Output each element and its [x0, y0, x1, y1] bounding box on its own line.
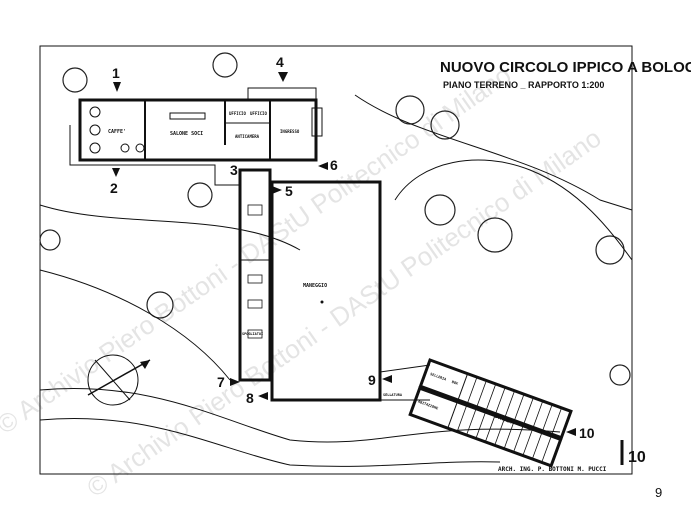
sheet-number: 10	[628, 449, 646, 466]
entrance-number: 8	[246, 390, 254, 406]
room-label-caffe: CAFFE'	[108, 129, 126, 135]
entrance-number: 6	[330, 157, 338, 173]
room-label-anticamera: ANTICAMERA	[235, 134, 260, 139]
room-label-abitazione: ABITAZIONE	[417, 400, 438, 411]
room-label-selleria: SELLERIA	[430, 372, 448, 382]
entrance-number: 3	[230, 162, 238, 178]
room-label-ufficio-2: UFFICIO	[250, 111, 267, 116]
service-wing: SPOGLIATOI	[238, 168, 272, 382]
room-label-stalla: STALLA	[494, 414, 513, 426]
room-label-sellatura: SELLATURA	[383, 393, 403, 397]
north-arrow	[87, 354, 151, 406]
riding-hall: MANEGGIO	[270, 180, 382, 402]
drawing-frame	[39, 45, 633, 475]
entrance-markers: 1 2 3 4 5 6 7 8 9 10	[110, 54, 595, 441]
entrance-number: 10	[579, 425, 595, 441]
room-label-salone: SALONE SOCI	[170, 131, 203, 137]
entrance-number: 5	[285, 183, 293, 199]
room-label-box: BOX	[451, 380, 459, 386]
entrance-number: 2	[110, 180, 118, 196]
club-building: CAFFE' SALONE SOCI UFFICIO UFFICIO ANTIC…	[78, 87, 323, 162]
drawing-subtitle: PIANO TERRENO _ RAPPORTO 1:200	[443, 80, 604, 90]
authors: ARCH. ING. P. BOTTONI M. PUCCI	[498, 466, 607, 473]
paths	[39, 94, 633, 467]
stable-building: SELLERIA BOX STALLA ABITAZIONE SELLATURA	[379, 358, 573, 468]
room-label-ingresso: INGRESSO	[280, 129, 300, 134]
room-label-spogliatoi: SPOGLIATOI	[242, 332, 263, 336]
handwritten-number: 9	[655, 485, 662, 500]
entrance-number: 1	[112, 65, 120, 81]
entrance-number: 4	[276, 54, 284, 70]
entrance-number: 9	[368, 372, 376, 388]
entrance-number: 7	[217, 374, 225, 390]
room-label-ufficio-1: UFFICIO	[229, 111, 246, 116]
watermark: © Archivio Piero Bottoni - DAStU Politec…	[0, 60, 607, 503]
room-label-maneggio: MANEGGIO	[303, 283, 327, 289]
trees	[39, 52, 631, 386]
drawing-title: NUOVO CIRCOLO IPPICO A BOLOGNA	[440, 59, 691, 76]
